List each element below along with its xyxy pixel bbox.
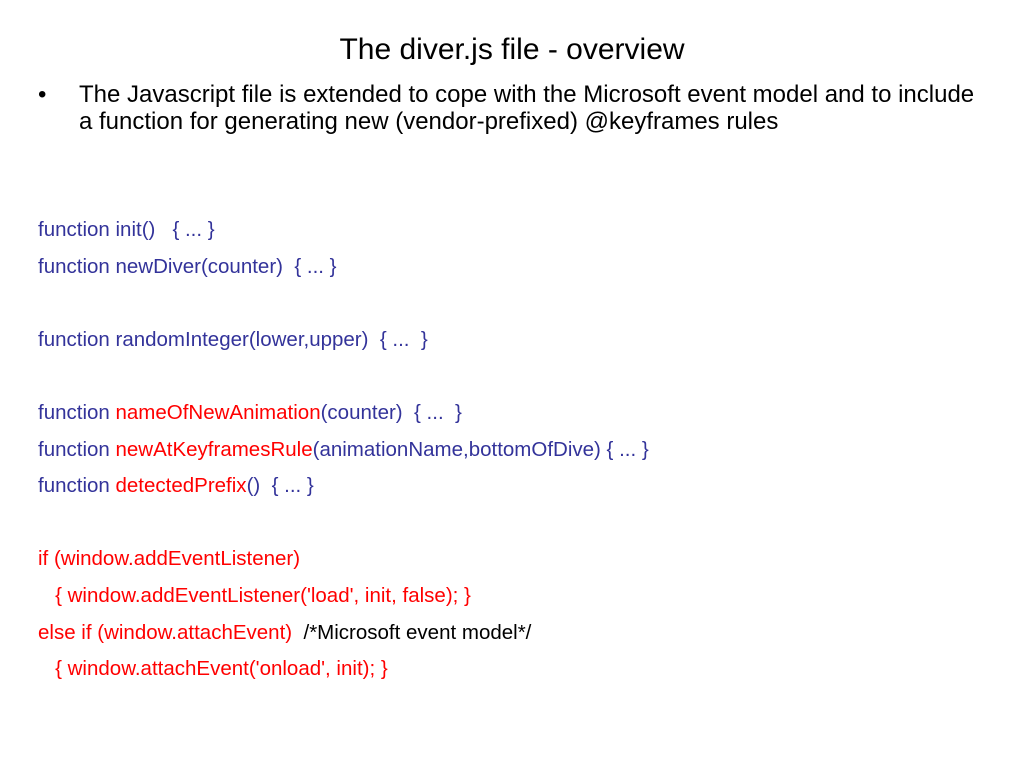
code-text: { window.addEventListener('load', init, … [38, 583, 471, 607]
code-text: { window.attachEvent('onload', init); } [38, 657, 388, 681]
code-keyword: function [38, 437, 116, 461]
code-blank-line [38, 358, 998, 395]
bullet-point: • The Javascript file is extended to cop… [38, 81, 978, 135]
slide-title: The diver.js file - overview [339, 33, 685, 66]
code-function-name: detectedPrefix [115, 474, 247, 498]
code-text: (counter) { ... } [320, 400, 462, 424]
code-text: if (window.addEventListener) [38, 547, 301, 571]
code-function-name: newAtKeyframesRule [115, 437, 313, 461]
code-line-attachevent-call: { window.attachEvent('onload', init); } [38, 651, 998, 688]
code-keyword: function [38, 400, 116, 424]
code-text: function randomInteger(lower,upper) { ..… [38, 327, 428, 351]
code-text: (animationName,bottomOfDive) { ... } [312, 437, 649, 461]
code-line-else-attachevent: else if (window.attachEvent) /*Microsoft… [38, 615, 998, 652]
code-blank-line [38, 505, 998, 542]
code-line-detectedprefix: function detectedPrefix() { ... } [38, 468, 998, 505]
code-line-randominteger: function randomInteger(lower,upper) { ..… [38, 322, 998, 359]
code-line-newdiver: function newDiver(counter) { ... } [38, 249, 998, 286]
code-line-nameofnewanimation: function nameOfNewAnimation(counter) { .… [38, 395, 998, 432]
code-function-name: nameOfNewAnimation [115, 400, 321, 424]
code-line-newatkeyframesrule: function newAtKeyframesRule(animationNam… [38, 432, 998, 469]
bullet-text: The Javascript file is extended to cope … [79, 81, 975, 135]
code-text: function newDiver(counter) { ... } [38, 254, 337, 278]
code-line-addeventlistener-call: { window.addEventListener('load', init, … [38, 578, 998, 615]
code-listing: function init() { ... } function newDive… [38, 212, 998, 688]
code-text: function init() { ... } [38, 218, 215, 241]
code-text: else if (window.attachEvent) [38, 620, 304, 644]
code-line-if-addeventlistener: if (window.addEventListener) [38, 541, 998, 578]
code-comment: /*Microsoft event model*/ [303, 620, 532, 644]
code-blank-line [38, 285, 998, 322]
bullet-icon: • [38, 81, 47, 108]
code-line-init: function init() { ... } [38, 212, 998, 249]
code-text: () { ... } [246, 474, 314, 498]
code-keyword: function [38, 474, 116, 498]
